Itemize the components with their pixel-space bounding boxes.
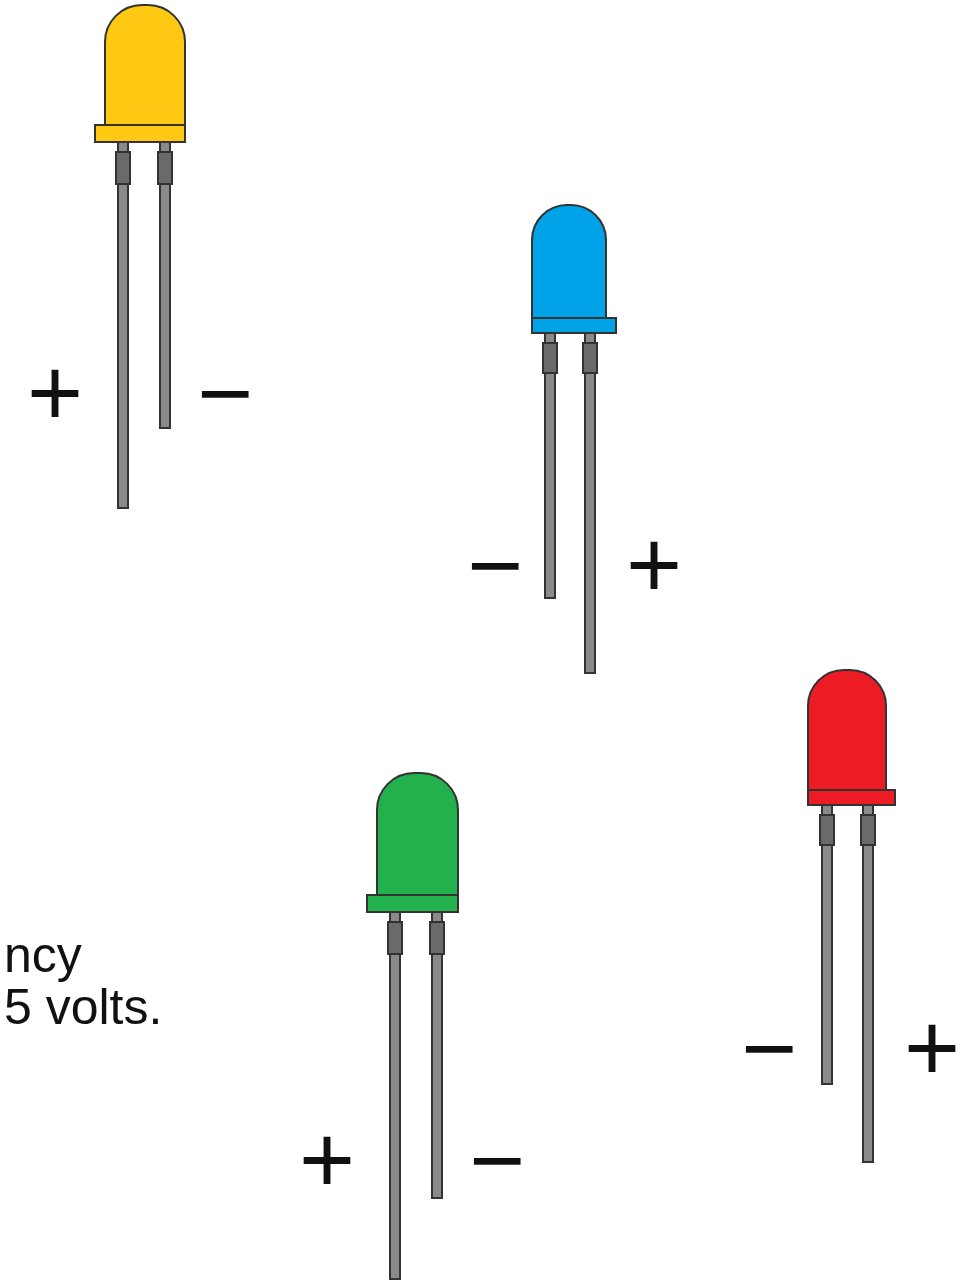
red-led: [808, 670, 895, 1162]
green-led: [367, 773, 458, 1279]
yellow-led: [95, 5, 185, 508]
note-text: 5 volts.: [4, 982, 162, 1032]
polarity-plus: +: [299, 1112, 355, 1208]
note-text: ncy: [4, 930, 82, 980]
polarity-plus: +: [904, 1000, 960, 1096]
blue-led: [532, 205, 616, 673]
polarity-plus: +: [27, 345, 83, 441]
polarity-minus: −: [741, 1000, 797, 1096]
polarity-minus: −: [469, 1112, 525, 1208]
polarity-plus: +: [626, 517, 682, 613]
polarity-minus: −: [467, 517, 523, 613]
polarity-minus: −: [197, 345, 253, 441]
